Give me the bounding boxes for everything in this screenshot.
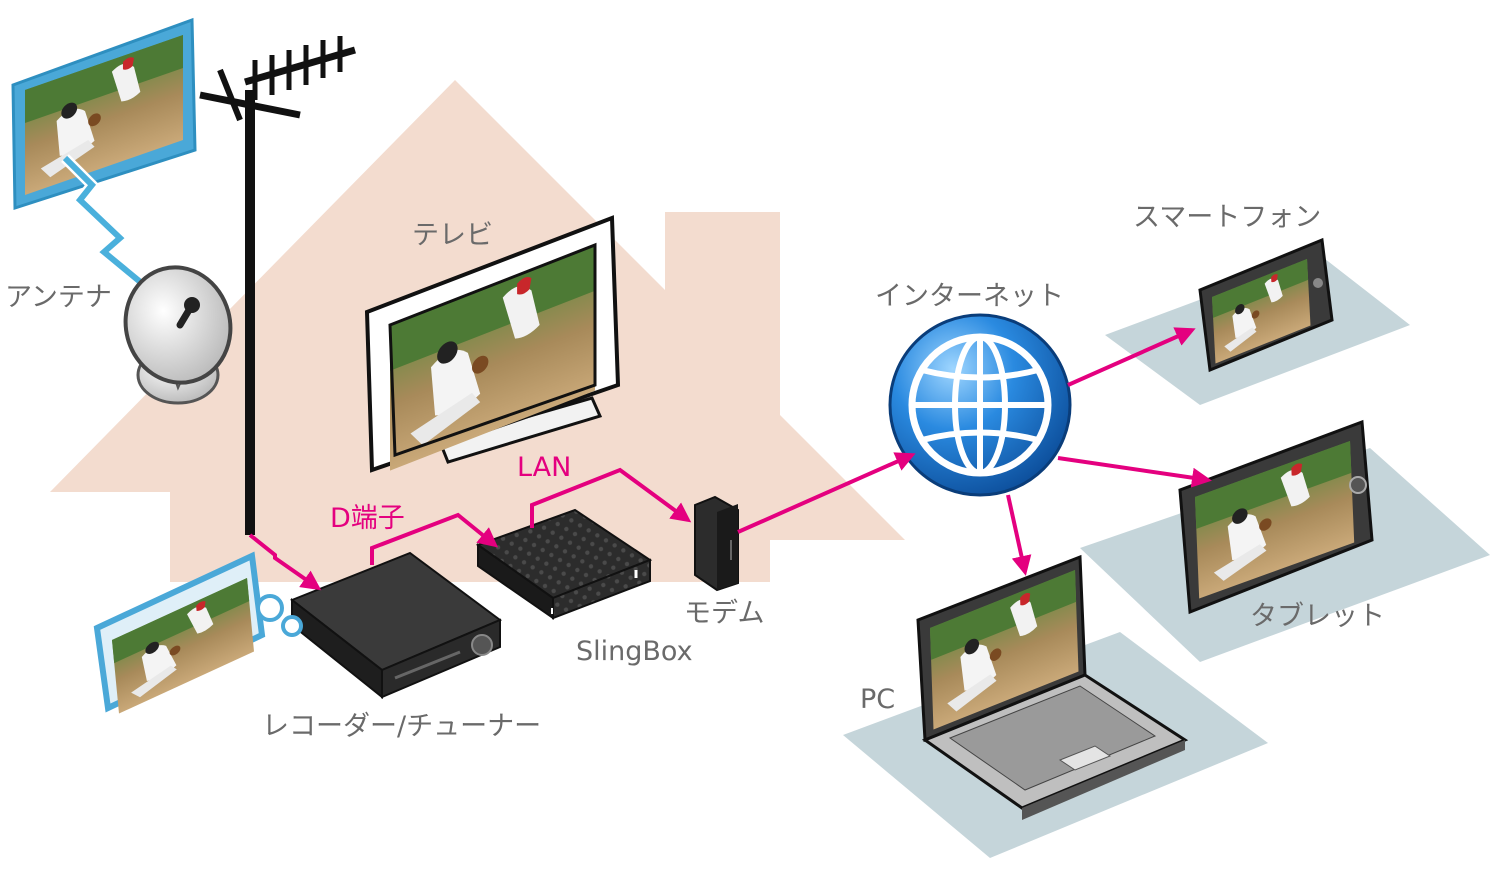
tv-label: テレビ	[412, 220, 493, 251]
broadcast-picture	[11, 17, 197, 211]
internet-to-smartphone	[1067, 327, 1196, 387]
laptop	[916, 554, 1189, 820]
tv-antenna	[199, 36, 356, 535]
antenna-to-recorder	[248, 533, 322, 591]
lan-cable	[530, 467, 692, 528]
smartphone	[1198, 237, 1334, 373]
slingbox-label: SlingBox	[576, 636, 693, 667]
d-terminal-cable	[370, 512, 499, 565]
slingbox	[475, 508, 653, 620]
internet-globe	[888, 313, 1072, 497]
tablet-label: タブレット	[1250, 601, 1385, 632]
antenna-label: アンテナ	[5, 282, 112, 313]
modem-label: モデム	[684, 598, 765, 629]
modem	[694, 495, 739, 592]
recorder-label: レコーダー/チューナー	[262, 711, 542, 742]
recorder-tuner	[290, 551, 502, 700]
tablet	[1178, 419, 1374, 615]
internet-to-pc	[1006, 494, 1032, 576]
d-terminal-label: D端子	[330, 503, 405, 534]
connection-lines	[248, 327, 1212, 591]
recorder-phone	[93, 551, 303, 714]
television	[364, 215, 621, 473]
modem-to-internet	[737, 452, 916, 534]
internet-label: インターネット	[875, 281, 1064, 312]
internet-to-tablet	[1057, 456, 1212, 488]
pc-label: PC	[860, 684, 896, 715]
smartphone-label: スマートフォン	[1133, 202, 1322, 233]
satellite-dish	[123, 265, 233, 405]
lan-label: LAN	[517, 452, 572, 483]
